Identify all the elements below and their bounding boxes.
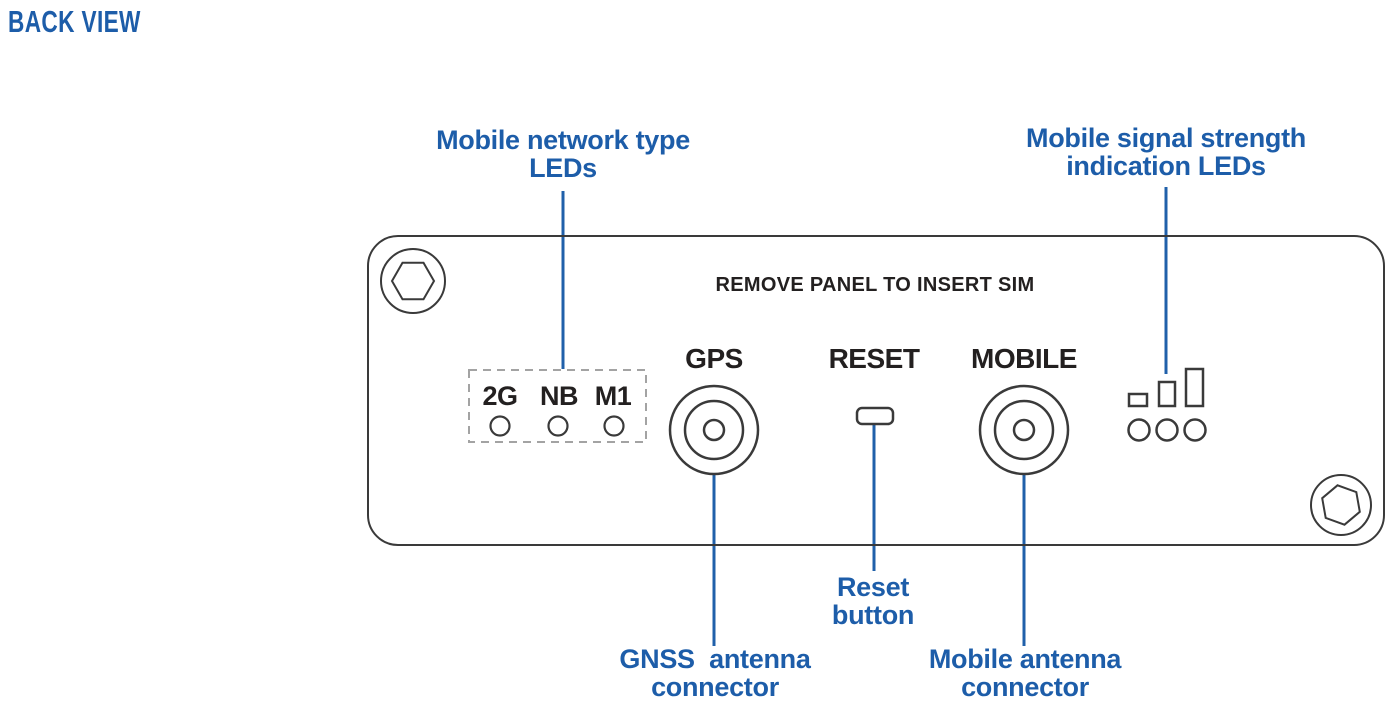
led-label-m1: M1	[594, 381, 632, 411]
caption-line: indication LEDs	[1066, 151, 1266, 181]
caption-mobile-connector: Mobile antenna connector	[928, 644, 1122, 702]
gps-connector-icon	[668, 384, 760, 476]
caption-line: LEDs	[529, 153, 597, 183]
caption-line: connector	[651, 672, 779, 702]
sim-notice-label: REMOVE PANEL TO INSERT SIM	[715, 274, 1035, 296]
caption-line: connector	[961, 672, 1089, 702]
signal-bar-medium	[1157, 380, 1177, 408]
signal-bar-large	[1184, 367, 1205, 408]
device-panel-outline	[367, 235, 1385, 546]
caption-signal-strength-leds: Mobile signal strength indication LEDs	[1026, 124, 1306, 180]
signal-bar-small	[1127, 392, 1149, 408]
caption-line: Mobile network type	[436, 125, 690, 155]
hex-screw-bottom-right-icon	[1310, 474, 1372, 536]
caption-line: Mobile signal strength	[1026, 123, 1306, 153]
mobile-connector-icon	[978, 384, 1070, 476]
network-type-led-block	[468, 369, 647, 443]
caption-gnss-connector: GNSS antenna connector	[619, 645, 810, 701]
page-title: BACK VIEW	[8, 4, 141, 39]
led-m1-icon	[603, 415, 625, 437]
caption-network-type-leds: Mobile network type LEDs	[436, 126, 690, 182]
led-label-2g: 2G	[482, 381, 518, 411]
reset-label: RESET	[828, 343, 920, 374]
caption-line: Mobile antenna	[928, 644, 1122, 674]
gps-label: GPS	[685, 343, 743, 374]
caption-line: button	[831, 600, 915, 630]
caption-line: Reset	[836, 572, 910, 602]
led-nb-icon	[547, 415, 569, 437]
signal-strength-leds-icon	[1127, 367, 1207, 442]
signal-led-2-icon	[1155, 418, 1179, 442]
caption-line: GNSS antenna	[619, 644, 811, 674]
signal-led-3-icon	[1183, 418, 1207, 442]
led-2g-icon	[489, 415, 511, 437]
led-label-nb: NB	[540, 381, 579, 411]
reset-button-shape	[855, 406, 895, 426]
led-dashed-box	[468, 369, 647, 443]
mobile-label: MOBILE	[971, 343, 1077, 374]
signal-led-1-icon	[1127, 418, 1151, 442]
hex-screw-top-left-icon	[380, 248, 446, 314]
leader-lines	[561, 187, 1168, 646]
caption-reset-button: Reset button	[832, 573, 914, 629]
